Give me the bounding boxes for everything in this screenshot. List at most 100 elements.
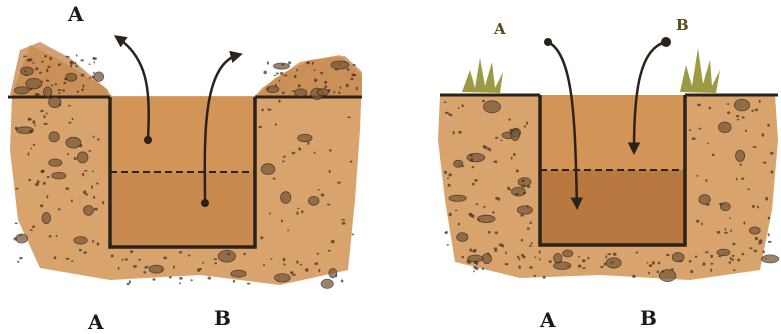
soil-grain [522, 180, 525, 182]
soil-grain [352, 234, 355, 236]
soil-grain [472, 183, 475, 186]
soil-grain [58, 63, 61, 66]
soil-grain [711, 263, 714, 265]
soil-grain [307, 142, 309, 145]
soil-grain [273, 178, 276, 180]
pebble [52, 172, 66, 179]
soil-grain [516, 170, 519, 173]
soil-grain [732, 258, 734, 261]
soil-grain [305, 268, 309, 271]
soil-grain [35, 67, 38, 70]
soil-grain [28, 118, 32, 121]
soil-grain [754, 250, 758, 253]
pebble [454, 160, 463, 167]
soil-grain [607, 253, 611, 255]
soil-grain [40, 110, 44, 112]
soil-grain [327, 204, 331, 206]
left-label-bottom-b: B [214, 308, 231, 328]
soil-grain [281, 220, 283, 223]
pebble [659, 270, 676, 282]
pebble [482, 254, 491, 264]
pebble [231, 270, 246, 277]
soil-grain [692, 137, 696, 140]
soil-grain [267, 61, 269, 64]
soil-grain [736, 178, 738, 181]
soil-grain [298, 84, 301, 87]
soil-grain [281, 64, 284, 66]
pebble [736, 150, 745, 161]
soil-grain [89, 77, 91, 79]
pebble [274, 63, 290, 69]
soil-grain [118, 267, 120, 270]
soil-grain [258, 126, 262, 128]
soil-grain [306, 61, 310, 64]
soil-grain [473, 270, 475, 272]
soil-grain [66, 56, 70, 58]
soil-grain [448, 173, 452, 176]
soil-grain [751, 110, 753, 112]
soil-grain [742, 253, 745, 256]
soil-grain [46, 80, 49, 82]
soil-grain [72, 118, 74, 120]
soil-grain [82, 173, 84, 176]
soil-grain [83, 190, 86, 194]
soil-grain [740, 163, 742, 165]
soil-grain [539, 250, 541, 253]
soil-grain [742, 117, 745, 119]
soil-grain [138, 259, 141, 261]
pebble [66, 137, 81, 148]
pebble [84, 206, 94, 216]
soil-grain [263, 71, 267, 75]
soil-grain [741, 178, 744, 180]
soil-grain [64, 78, 68, 80]
soil-grain [657, 270, 659, 273]
pebble [517, 206, 532, 214]
soil-grain [147, 266, 149, 269]
soil-grain [445, 231, 447, 234]
soil-grain [300, 264, 303, 266]
soil-grain [56, 235, 58, 237]
pebble [149, 265, 163, 273]
soil-grain [727, 103, 730, 105]
soil-grain [67, 153, 69, 156]
soil-grain [350, 161, 353, 163]
soil-grain [652, 261, 655, 265]
pebble [331, 61, 349, 69]
pebble [511, 129, 520, 140]
soil-grain [762, 133, 765, 136]
soil-grain [94, 208, 98, 211]
soil-grain [347, 69, 350, 71]
soil-grain [662, 270, 664, 272]
soil-grain [447, 244, 449, 246]
soil-grain [458, 107, 460, 109]
soil-grain [88, 150, 91, 152]
soil-grain [729, 261, 731, 264]
soil-grain [317, 253, 320, 255]
soil-grain [29, 130, 33, 134]
soil-grain [508, 118, 510, 120]
soil-grain [478, 219, 480, 221]
soil-grain [301, 210, 303, 213]
soil-grain [270, 258, 272, 260]
soil-grain [340, 86, 342, 88]
soil-grain [494, 247, 498, 249]
soil-grain [97, 242, 100, 245]
soil-grain [282, 92, 285, 95]
soil-grain [724, 232, 728, 234]
soil-grain [474, 179, 478, 182]
soil-grain [582, 259, 586, 262]
soil-grain [215, 262, 217, 264]
soil-grain [768, 217, 770, 220]
soil-grain [710, 269, 712, 272]
soil-grain [287, 230, 289, 232]
soil-grain [173, 265, 175, 268]
soil-grain [697, 104, 701, 107]
soil-grain [527, 205, 529, 208]
right-label-bottom-a: A [540, 310, 556, 330]
soil-grain [62, 89, 65, 92]
pebble [672, 253, 684, 262]
right-label-bottom-b: B [640, 308, 657, 328]
soil-grain [483, 206, 485, 208]
